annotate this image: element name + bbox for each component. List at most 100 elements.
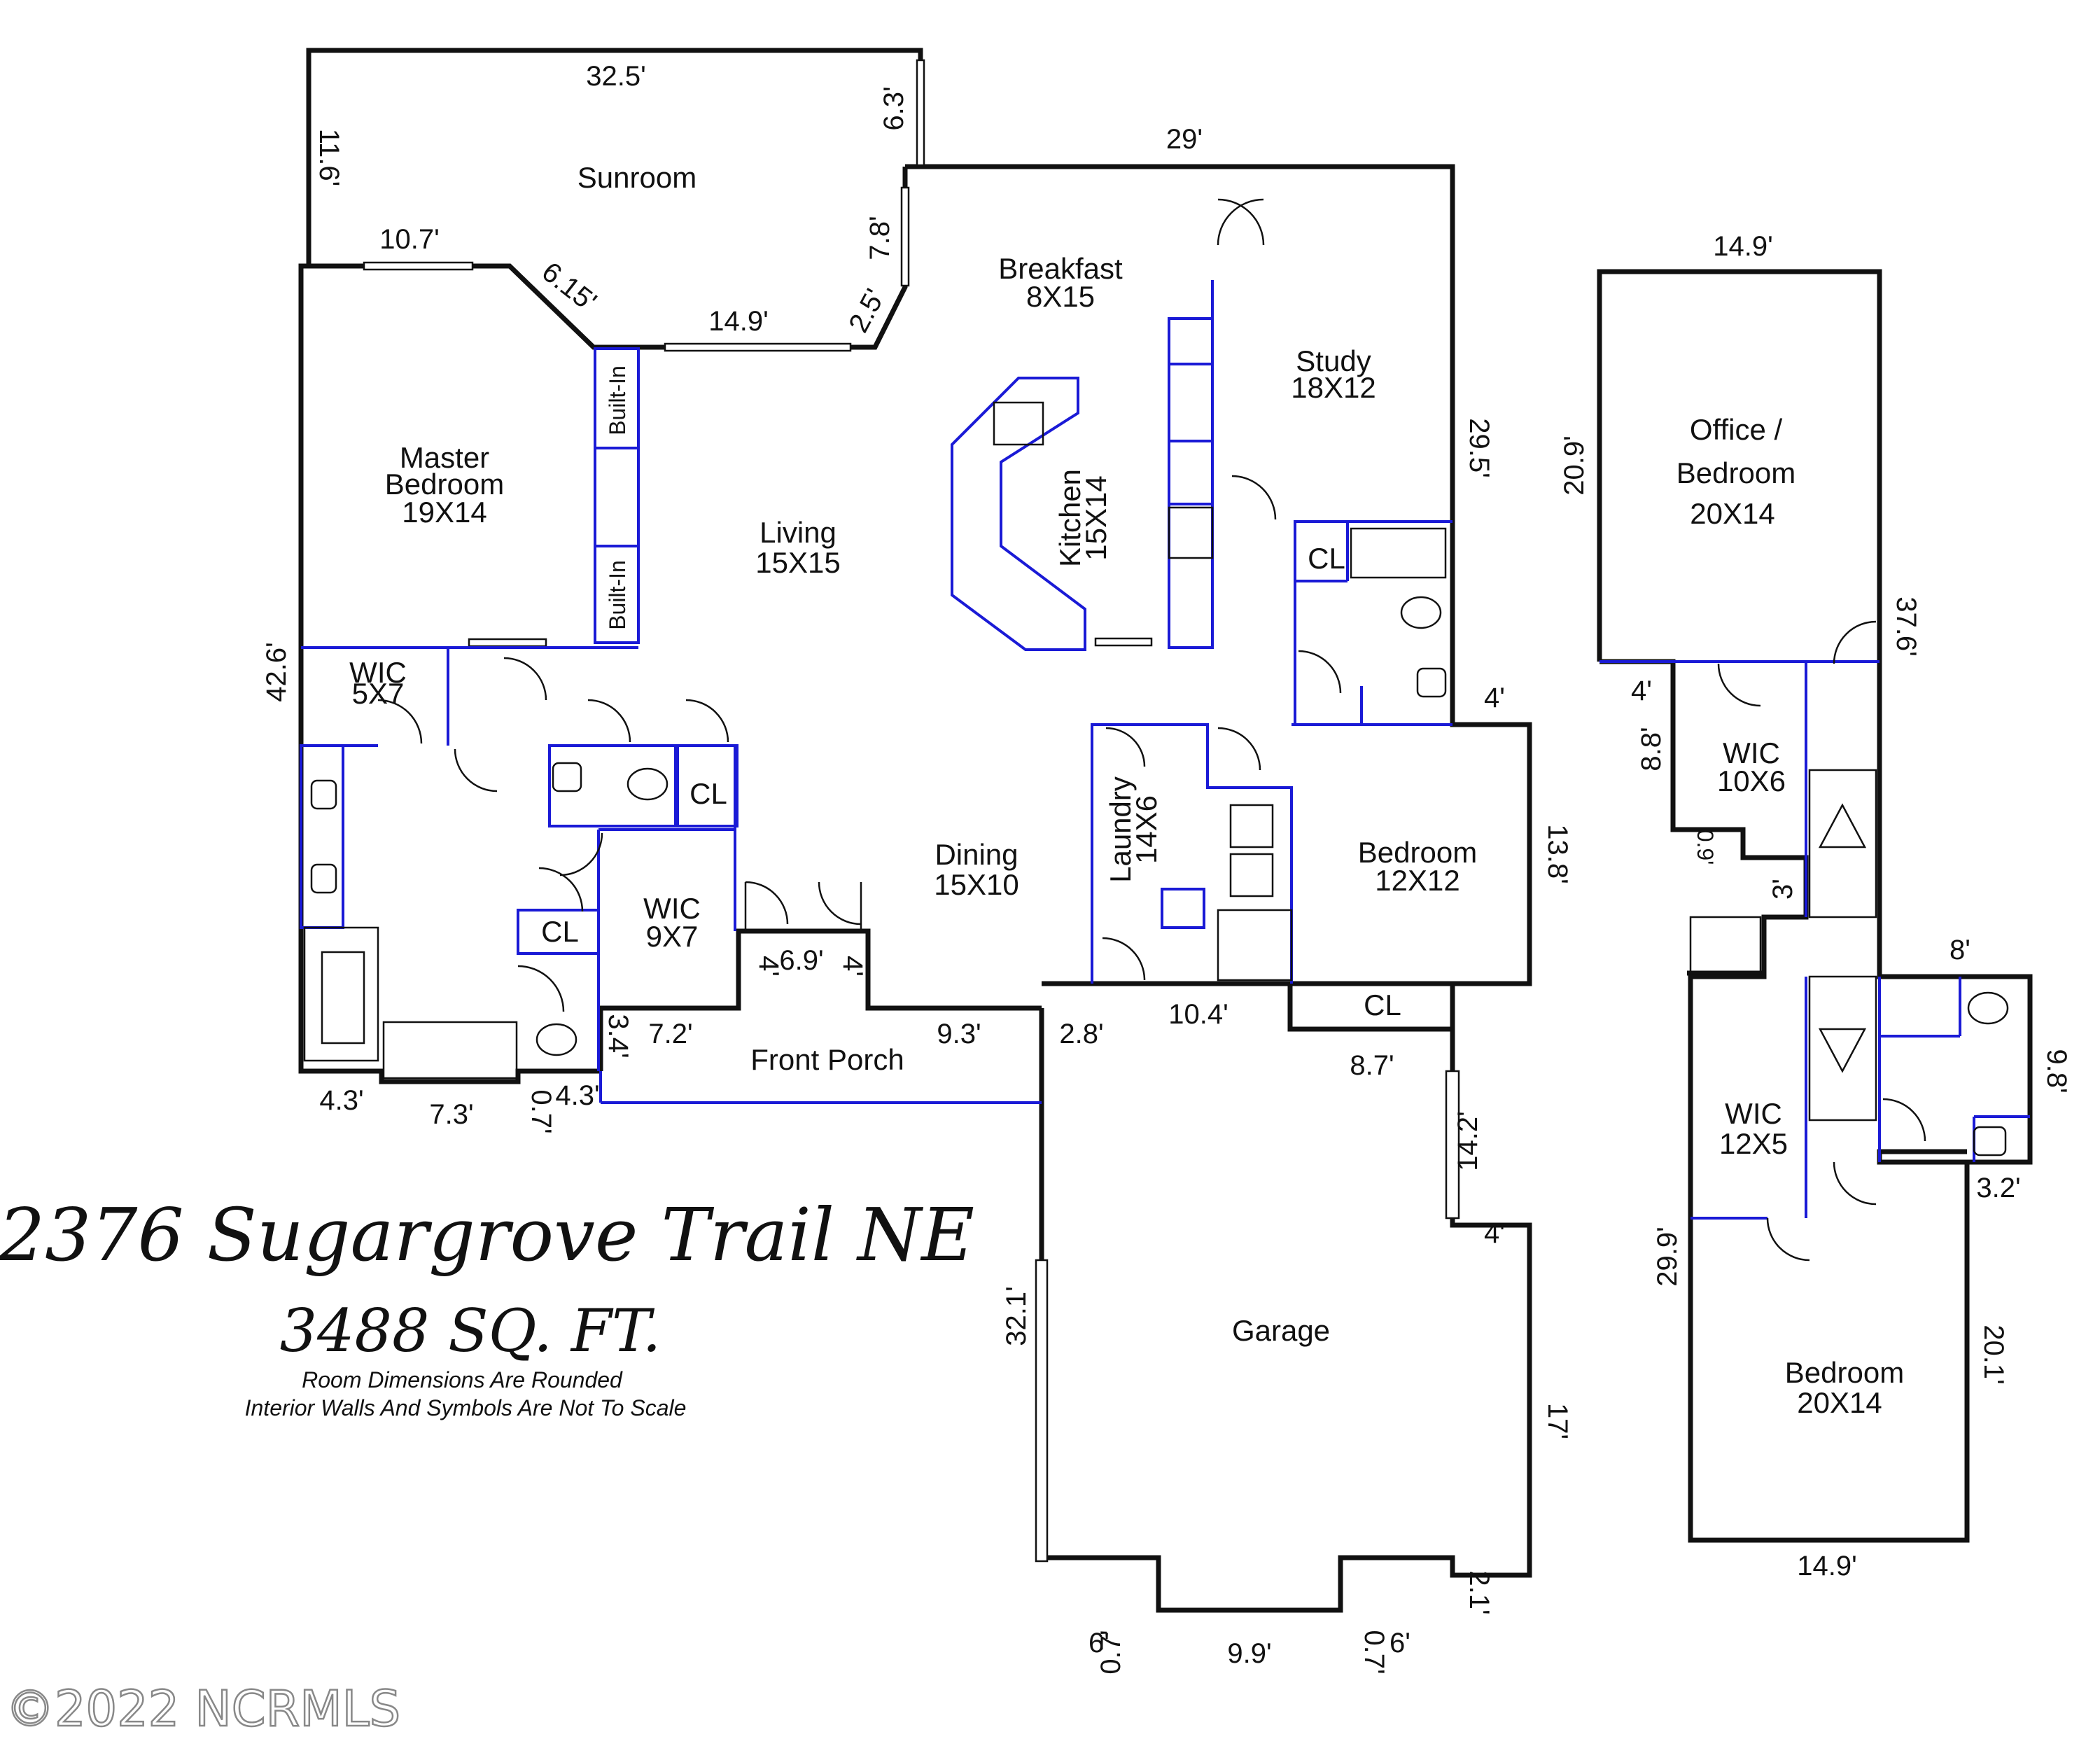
- dim-label: 6.3': [878, 86, 909, 130]
- room-wic-upper2-name: WIC: [1725, 1097, 1782, 1130]
- dim-label: 14.9': [1713, 231, 1773, 262]
- room-breakfast-size: 8X15: [1026, 280, 1095, 313]
- room-master-size: 19X14: [402, 496, 486, 529]
- room-wic-bath-name: WIC: [643, 892, 701, 925]
- dim-label: 20.1': [1978, 1325, 2009, 1385]
- dim-label: 6.9': [779, 945, 823, 976]
- dim-label: 9.9': [1227, 1638, 1271, 1669]
- room-master-line1: Master: [400, 441, 489, 474]
- dim-label: 8.7': [1350, 1050, 1394, 1081]
- room-master-line2: Bedroom: [385, 468, 504, 501]
- room-study-size: 18X12: [1291, 371, 1376, 404]
- main-floor-doors: [377, 198, 1342, 1012]
- room-wic-master-size: 5X7: [352, 677, 405, 710]
- watermark: ©2022 NCRMLS: [6, 1680, 400, 1738]
- room-bedroom-main-size: 12X12: [1375, 864, 1460, 897]
- dim-label: 4': [1484, 1218, 1505, 1249]
- room-wic-upper-name: WIC: [1723, 736, 1780, 769]
- dim-label: 14.9': [708, 306, 769, 337]
- dim-label: 8': [1949, 935, 1970, 965]
- room-living-size: 15X15: [755, 546, 840, 579]
- dim-label: 0.7': [526, 1089, 556, 1133]
- address-title: 2376 Sugargrove Trail NE: [0, 1192, 974, 1278]
- main-floor-interior: [300, 280, 1452, 1104]
- note-rounded: Room Dimensions Are Rounded: [302, 1367, 623, 1392]
- room-wic-upper-size: 10X6: [1717, 764, 1786, 797]
- room-office-line1: Office /: [1690, 413, 1783, 446]
- room-breakfast-name: Breakfast: [998, 252, 1123, 285]
- dim-label: 4': [837, 956, 868, 977]
- room-laundry-size: 14X6: [1130, 795, 1163, 864]
- dim-label: 10.4': [1168, 999, 1228, 1030]
- room-study-name: Study: [1296, 344, 1371, 377]
- dim-label: 10.7': [379, 224, 440, 255]
- dim-label: 3.4': [603, 1014, 634, 1058]
- dim-label: 6': [1390, 1628, 1410, 1658]
- dim-label: 2.1': [1464, 1570, 1494, 1614]
- note-scale: Interior Walls And Symbols Are Not To Sc…: [245, 1395, 687, 1420]
- dim-label: 29.9': [1652, 1227, 1683, 1287]
- dim-label: 6': [1088, 1628, 1110, 1658]
- room-wic-bath-size: 9X7: [646, 920, 699, 953]
- dim-label: 0.7': [1359, 1630, 1390, 1674]
- dim-label: 11.6': [314, 129, 344, 187]
- room-kitchen-name: Kitchen: [1054, 469, 1086, 567]
- room-bedroom-main-name: Bedroom: [1358, 836, 1477, 869]
- upper-floor-interior: [1600, 660, 2030, 1220]
- builtin-top-label: Built-In: [605, 365, 630, 435]
- room-office-line2: Bedroom: [1676, 456, 1795, 489]
- room-cl-garage: CL: [1364, 989, 1401, 1021]
- builtin-bottom-label: Built-In: [605, 560, 630, 630]
- upper-floor-doors: [1717, 620, 2009, 1262]
- room-front-porch: Front Porch: [750, 1043, 904, 1076]
- dim-label: 3.2': [1976, 1173, 2020, 1203]
- dim-label: 4': [1484, 683, 1505, 713]
- room-bedroom-upper-name: Bedroom: [1785, 1356, 1904, 1389]
- main-floor-windows: [363, 59, 1460, 1563]
- dim-label: 2.8': [1059, 1019, 1103, 1049]
- area-title: 3488 SQ. FT.: [280, 1297, 662, 1365]
- dim-label: 32.5': [586, 61, 646, 92]
- dim-label: 9.8': [2041, 1049, 2072, 1093]
- dim-label: 0.7': [1096, 1630, 1126, 1674]
- dim-label: 6.15': [536, 256, 602, 317]
- room-sunroom: Sunroom: [578, 161, 696, 194]
- dim-label: 7.8': [864, 216, 895, 260]
- dim-label: 29': [1166, 124, 1203, 155]
- room-cl-hall: CL: [690, 777, 727, 810]
- dim-label: 4': [1631, 676, 1652, 706]
- dim-label: 7.3': [429, 1099, 473, 1130]
- dim-label: 0.9': [1693, 830, 1718, 865]
- upper-floor-walls: [1597, 269, 2033, 1543]
- room-dining-size: 15X10: [934, 868, 1018, 901]
- dim-label: 20.9': [1559, 435, 1590, 496]
- room-labels: Sunroom Breakfast 8X15 Study 18X12 Maste…: [349, 161, 1904, 1419]
- fixtures: [310, 401, 1447, 1056]
- dim-label: 29.5': [1464, 418, 1494, 478]
- dim-label: 42.6': [261, 642, 292, 702]
- dim-label: 32.1': [1001, 1286, 1032, 1346]
- dim-label: 7.2': [648, 1019, 692, 1049]
- room-dining-name: Dining: [934, 838, 1018, 871]
- room-living-name: Living: [760, 516, 836, 549]
- dim-label: 3': [1768, 879, 1798, 900]
- dim-label: 8.8': [1636, 727, 1667, 771]
- room-kitchen-size: 15X14: [1079, 475, 1112, 560]
- room-laundry-name: Laundry: [1104, 776, 1137, 883]
- title-block: 2376 Sugargrove Trail NE 3488 SQ. FT. Ro…: [0, 1192, 974, 1420]
- dimension-labels: 32.5' 6.3' 11.6' 29' 10.7' 6.15' 7.8' 14…: [261, 61, 2072, 1675]
- dim-label: 14.9': [1797, 1551, 1857, 1581]
- room-office-size: 20X14: [1690, 497, 1774, 530]
- room-cl-bath2: CL: [541, 915, 579, 948]
- room-wic-upper2-size: 12X5: [1719, 1127, 1788, 1160]
- dim-label: 17': [1542, 1403, 1573, 1439]
- room-bedroom-upper-size: 20X14: [1797, 1386, 1882, 1419]
- room-garage: Garage: [1232, 1314, 1330, 1347]
- dim-label: 4': [753, 956, 784, 977]
- room-cl-bath: CL: [1308, 542, 1345, 575]
- room-wic-master-name: WIC: [349, 656, 407, 689]
- dim-label: 13.8': [1542, 824, 1573, 884]
- dim-label: 4.3': [319, 1085, 363, 1116]
- dim-label: 9.3': [937, 1019, 981, 1049]
